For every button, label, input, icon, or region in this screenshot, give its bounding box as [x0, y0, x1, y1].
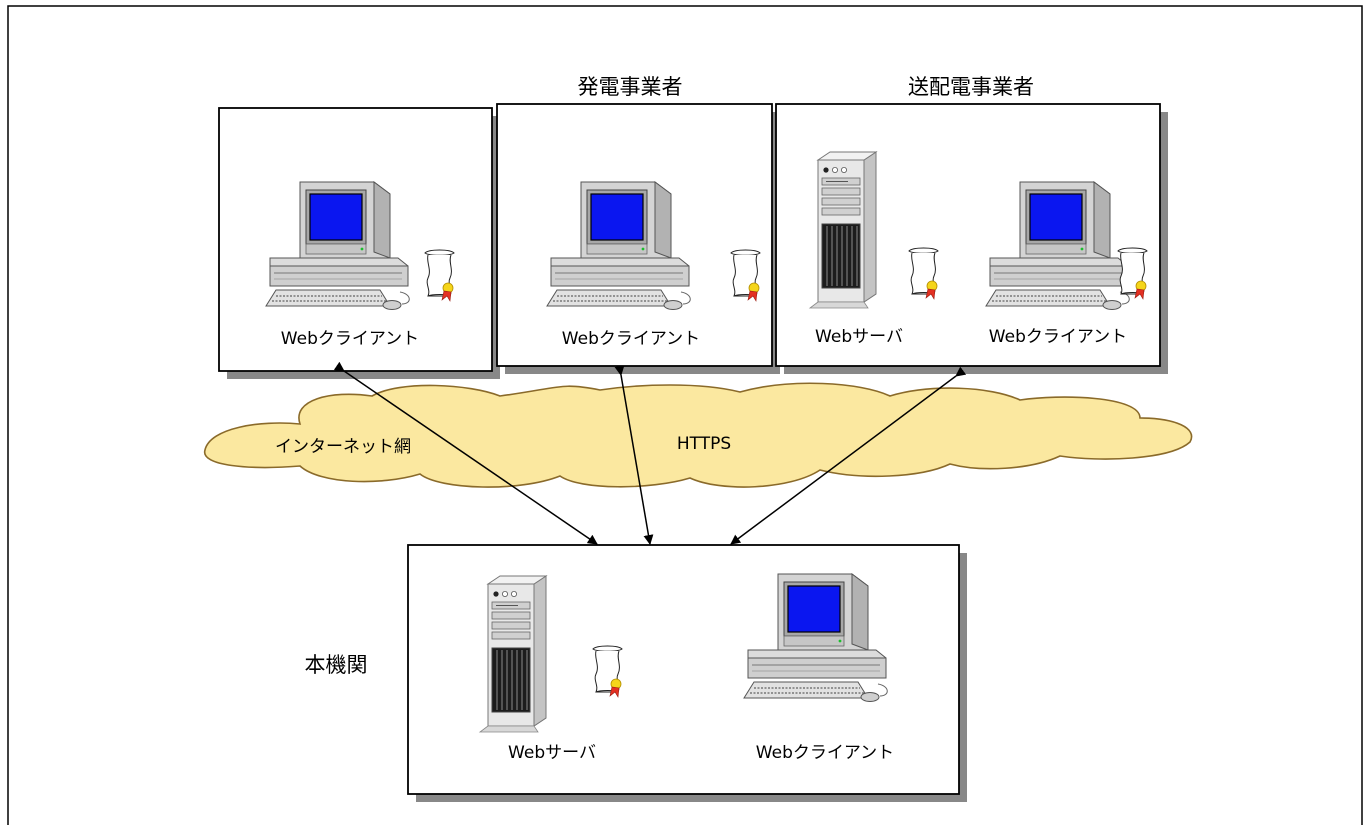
network-label: インターネット網	[275, 437, 411, 457]
device-label: Webクライアント	[562, 329, 700, 349]
certificate-scroll-icon	[592, 645, 623, 698]
server-tower-icon	[479, 575, 547, 733]
group-title-generator: 発電事業者	[578, 75, 683, 99]
certificate-scroll-icon	[730, 249, 761, 302]
group-title-transmission: 送配電事業者	[908, 75, 1034, 99]
arrow-transmission	[730, 366, 967, 545]
protocol-label: HTTPS	[677, 434, 731, 454]
device-label: Webサーバ	[508, 743, 596, 763]
certificate-scroll-icon	[1117, 247, 1148, 300]
page-frame	[7, 5, 1363, 825]
group-title-headquarters: 本機関	[305, 653, 368, 677]
device-label: Webクライアント	[756, 743, 894, 763]
device-label: Webクライアント	[989, 327, 1127, 347]
server-tower-icon	[809, 151, 877, 309]
certificate-scroll-icon	[424, 249, 455, 302]
device-label: Webクライアント	[281, 329, 419, 349]
device-label: Webサーバ	[815, 327, 903, 347]
arrow-generator	[614, 365, 654, 545]
certificate-scroll-icon	[908, 247, 939, 300]
arrow-top-left	[333, 361, 598, 545]
